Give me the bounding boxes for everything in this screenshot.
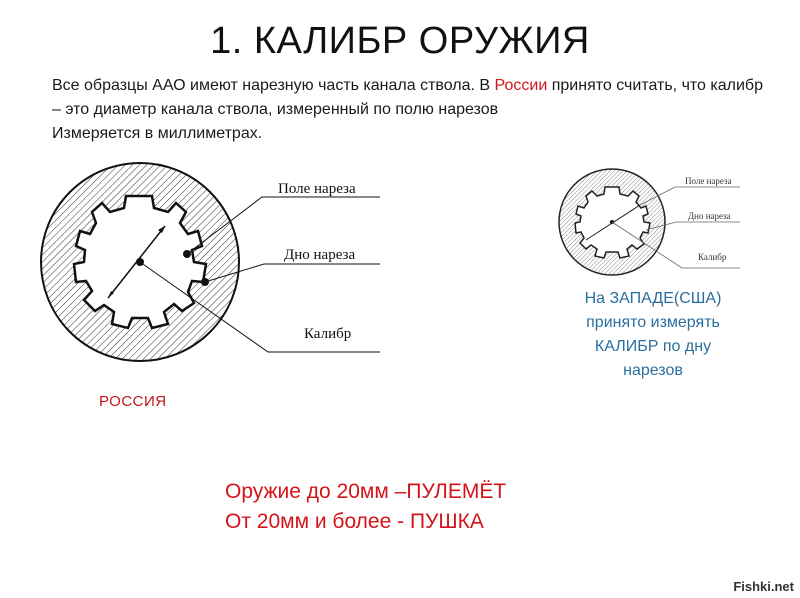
watermark: Fishki.net xyxy=(733,579,794,594)
intro-part2: принято считать, что калибр – это диамет… xyxy=(52,77,763,118)
west-caption: На ЗАПАДЕ(США) принято измерять КАЛИБР п… xyxy=(553,287,753,383)
label-kalibr-small: Калибр xyxy=(698,252,727,262)
label-pole-nareza-small: Поле нареза xyxy=(685,176,732,186)
west-caption-line: принято измерять xyxy=(586,314,720,331)
west-barrel-diagram: Поле нареза Дно нареза Калибр xyxy=(558,168,740,276)
russia-barrel-diagram: Поле нареза Дно нареза Калибр xyxy=(40,162,380,362)
label-kalibr: Калибр xyxy=(304,326,351,342)
west-caption-line: КАЛИБР по дну xyxy=(594,338,712,355)
note-machine-gun: Оружие до 20мм –ПУЛЕМЁТ xyxy=(225,480,507,503)
page-title: 1. КАЛИБР ОРУЖИЯ xyxy=(210,20,590,62)
west-caption-line: На ЗАПАДЕ(США) xyxy=(584,290,722,307)
intro-line3: Измеряется в миллиметрах. xyxy=(52,125,263,142)
intro-part1: Все образцы ААО имеют нарезную часть кан… xyxy=(52,77,495,94)
label-dno-nareza-small: Дно нареза xyxy=(688,211,731,221)
intro-highlight-russia: России xyxy=(494,77,548,94)
west-caption-line: нарезов xyxy=(623,362,683,379)
label-pole-nareza: Поле нареза xyxy=(278,181,356,197)
label-dno-nareza: Дно нареза xyxy=(284,247,355,263)
classification-note: Оружие до 20мм –ПУЛЕМЁТ От 20мм и более … xyxy=(225,477,506,537)
note-cannon: От 20мм и более - ПУШКА xyxy=(225,510,484,533)
russia-caption: РОССИЯ xyxy=(99,393,167,410)
intro-text: Все образцы ААО имеют нарезную часть кан… xyxy=(52,74,772,146)
